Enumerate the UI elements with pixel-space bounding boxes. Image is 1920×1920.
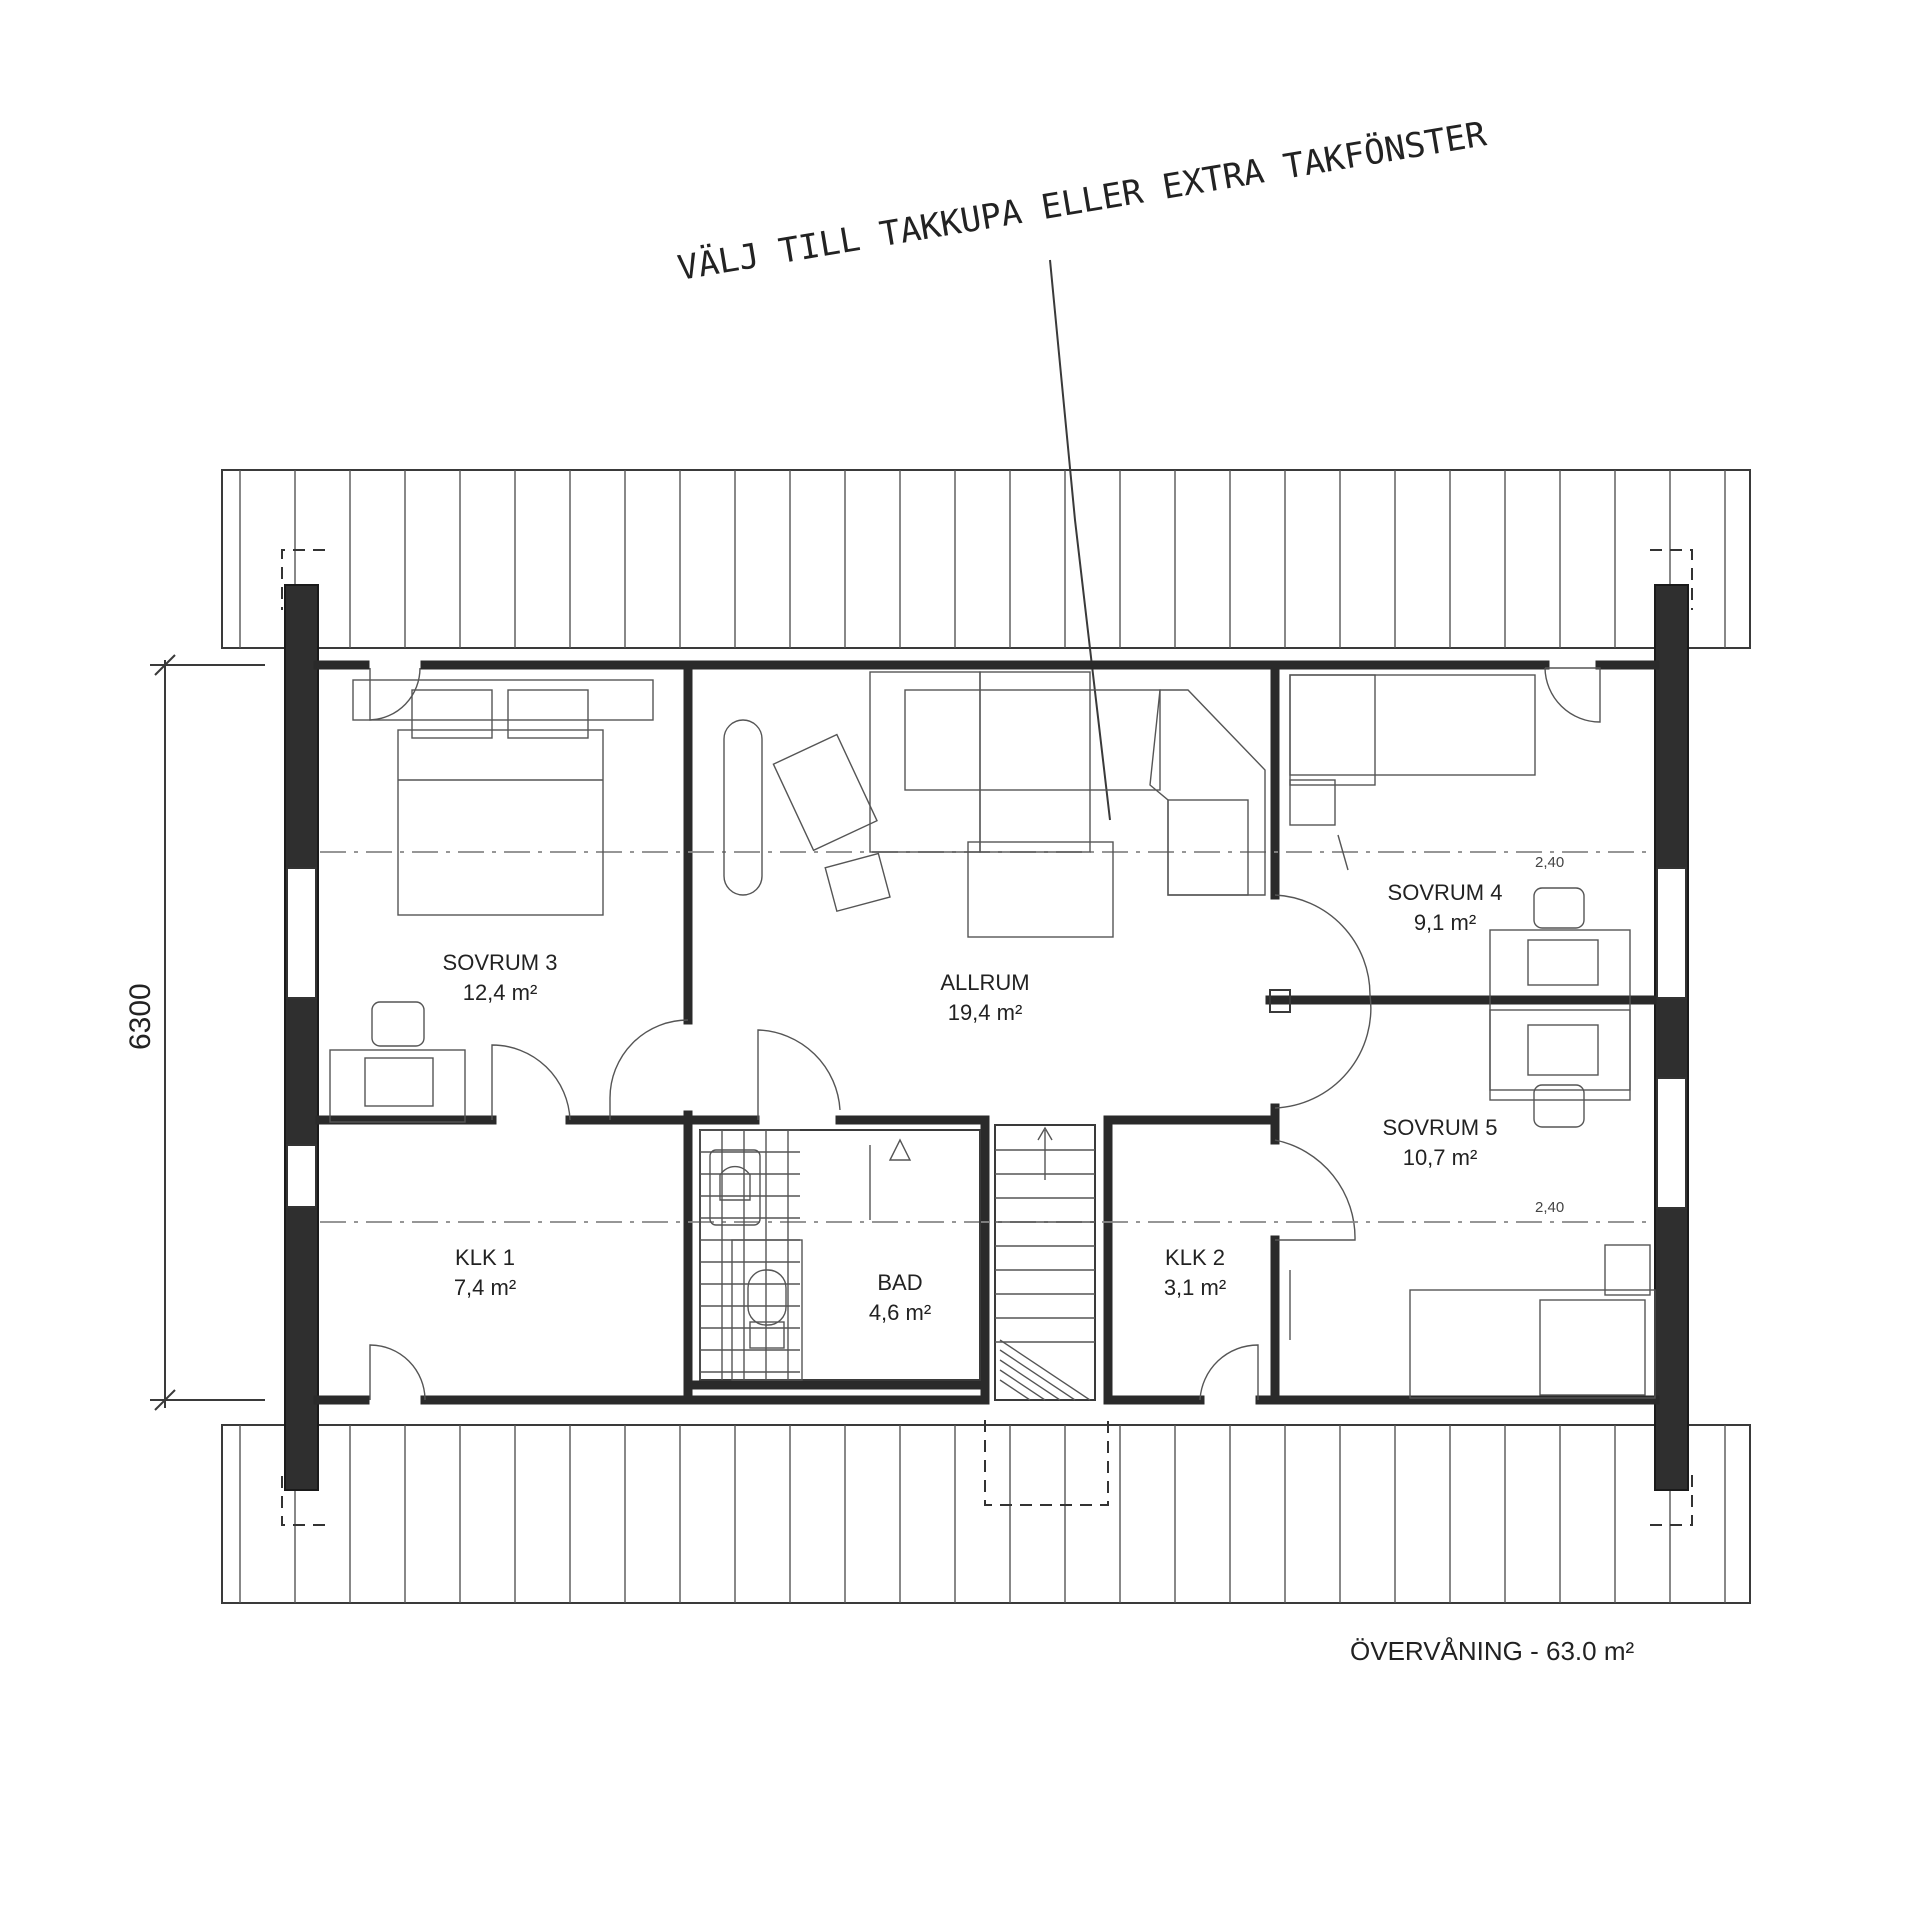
room-area: 10,7 m² [1403, 1145, 1478, 1170]
headroom-marker: 2,40 [1535, 854, 1564, 871]
furniture-sovrum3 [329, 679, 654, 1123]
decor-line [999, 1379, 1031, 1401]
roof-top [221, 469, 1751, 649]
staircase [984, 1124, 1109, 1506]
room-name: SOVRUM 5 [1383, 1115, 1498, 1140]
room-name: SOVRUM 4 [1388, 880, 1503, 905]
room-area: 9,1 m² [1414, 910, 1476, 935]
room-name: SOVRUM 3 [443, 950, 558, 975]
annotation-text: VÄLJ TILL TAKKUPA ELLER EXTRA TAKFÖNSTER [675, 113, 1490, 289]
door-swings [369, 667, 1601, 1401]
room-name: ALLRUM [940, 970, 1029, 995]
room-area: 12,4 m² [463, 980, 538, 1005]
furniture-sovrum5 [1409, 1009, 1656, 1399]
decor-line [999, 1369, 1046, 1401]
headroom-marker: 2,40 [1535, 1199, 1564, 1216]
decor-line [999, 1339, 1091, 1401]
room-name: KLK 1 [455, 1245, 515, 1270]
decor-line [999, 1359, 1061, 1401]
room-name: KLK 2 [1165, 1245, 1225, 1270]
room-area: 3,1 m² [1164, 1275, 1226, 1300]
decor-line [999, 1349, 1076, 1401]
outer-walls [313, 660, 1660, 1405]
furniture-sovrum4 [1289, 674, 1631, 1101]
furniture-allrum [723, 671, 1266, 938]
bathroom [699, 1129, 981, 1381]
room-area: 19,4 m² [948, 1000, 1023, 1025]
interior-walls [315, 663, 1657, 1403]
dimension-6300: 6300 [124, 654, 265, 1411]
room-labels: SOVRUM 3 12,4 m² ALLRUM 19,4 m² SOVRUM 4… [443, 880, 1503, 1325]
room-name: BAD [877, 1270, 922, 1295]
room-area: 4,6 m² [869, 1300, 931, 1325]
annotation-leader [1049, 259, 1111, 821]
room-area: 7,4 m² [454, 1275, 516, 1300]
floor-caption: ÖVERVÅNING - 63.0 m² [1350, 1636, 1634, 1666]
dimension-label: 6300 [124, 983, 157, 1050]
gable-walls [281, 549, 1693, 1526]
